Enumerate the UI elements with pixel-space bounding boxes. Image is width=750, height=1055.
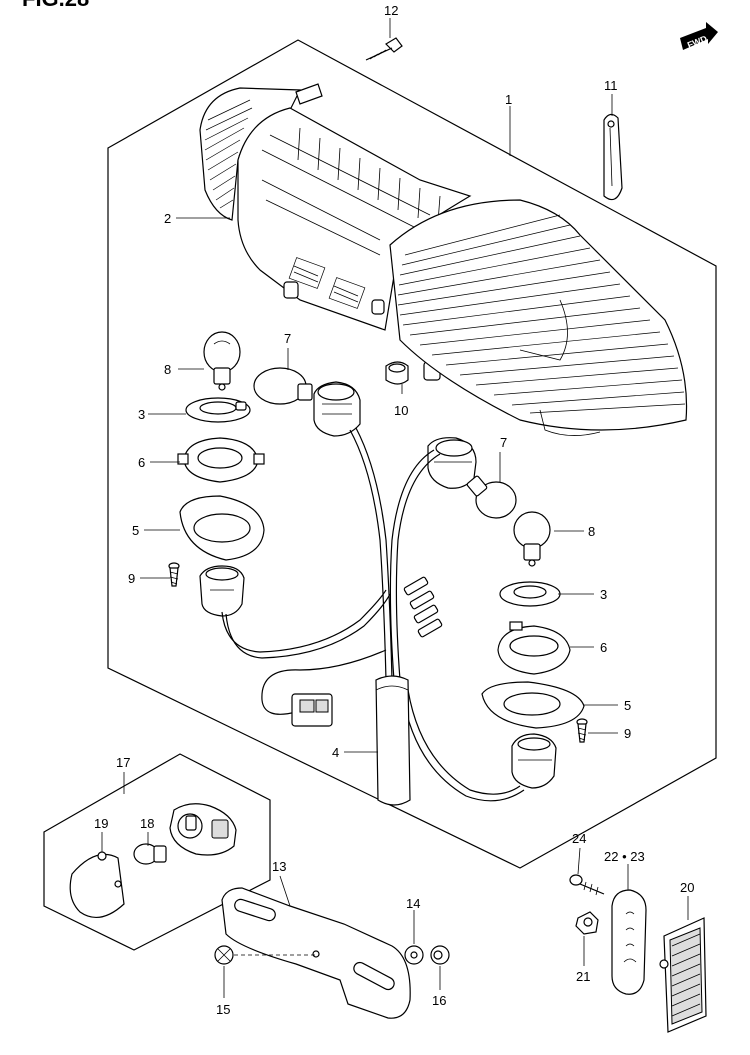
label-17: 17: [116, 755, 130, 770]
label-18: 18: [140, 816, 154, 831]
socket-mid-harness: [427, 437, 477, 489]
leader-lines: [101, 18, 689, 998]
label-21: 21: [576, 969, 590, 984]
washer-14: [404, 945, 424, 965]
label-4: 4: [332, 745, 339, 760]
label-8-right: 8: [588, 524, 595, 539]
label-7-right: 7: [500, 435, 507, 450]
label-16: 16: [432, 993, 446, 1008]
socket-right: [511, 733, 557, 789]
label-11: 11: [604, 78, 618, 93]
wiring-harness-4: [221, 427, 525, 806]
label-1: 1: [505, 92, 512, 107]
nut-16: [430, 945, 450, 965]
bulb-8-left: [203, 331, 241, 391]
reflector-base-22-23: [611, 889, 647, 995]
label-19: 19: [94, 816, 108, 831]
tail-light-housing: [199, 83, 688, 436]
label-7-top: 7: [284, 331, 291, 346]
socket-ring-3-left: [185, 397, 251, 423]
label-2: 2: [164, 211, 171, 226]
label-8-left: 8: [164, 362, 171, 377]
strap-11: [603, 113, 623, 201]
label-5-right: 5: [624, 698, 631, 713]
screw-9-right: [576, 718, 588, 743]
socket-left: [199, 565, 245, 617]
part-labels: 12 1 11 2 8 3 6 5 9 7 10 7 8 3 6 5 9 4 1…: [94, 3, 694, 1017]
label-9-left: 9: [128, 571, 135, 586]
license-light-frame: [43, 753, 271, 951]
nut-21: [575, 911, 599, 935]
label-10: 10: [394, 403, 408, 418]
bulb-7-right: [466, 475, 517, 519]
gasket-5-left: [179, 495, 265, 561]
screw-15: [214, 945, 316, 965]
bracket-13: [221, 887, 411, 1019]
assembly-frame: [107, 39, 717, 869]
label-24: 24: [572, 831, 586, 846]
bulb-8-right: [513, 511, 551, 567]
socket-ring-3-right: [499, 581, 561, 607]
label-6-left: 6: [138, 455, 145, 470]
figure-title: FIG.28: [22, 0, 89, 11]
lens-cover-19: [69, 851, 125, 919]
bulb-7-top: [253, 367, 313, 405]
label-3-right: 3: [600, 587, 607, 602]
label-22-23: 22 • 23: [604, 849, 645, 864]
lock-ring-6-left: [177, 437, 265, 483]
label-12: 12: [384, 3, 398, 18]
label-9-right: 9: [624, 726, 631, 741]
label-15: 15: [216, 1002, 230, 1017]
label-5-left: 5: [132, 523, 139, 538]
label-13: 13: [272, 859, 286, 874]
label-6-right: 6: [600, 640, 607, 655]
lock-ring-6-right: [497, 621, 571, 675]
socket-top-harness: [313, 381, 361, 437]
gasket-5-right: [481, 681, 585, 729]
label-20: 20: [680, 880, 694, 895]
reflector-20: [659, 917, 707, 1033]
grommet-10: [385, 361, 409, 385]
screw-9-left: [168, 562, 180, 587]
socket-17: [169, 803, 237, 856]
bulb-18: [133, 843, 167, 865]
screw-24: [569, 874, 605, 896]
label-14: 14: [406, 896, 420, 911]
fwd-arrow-icon: FWD: [680, 22, 718, 50]
screw-12: [365, 37, 403, 61]
label-3-left: 3: [138, 407, 145, 422]
